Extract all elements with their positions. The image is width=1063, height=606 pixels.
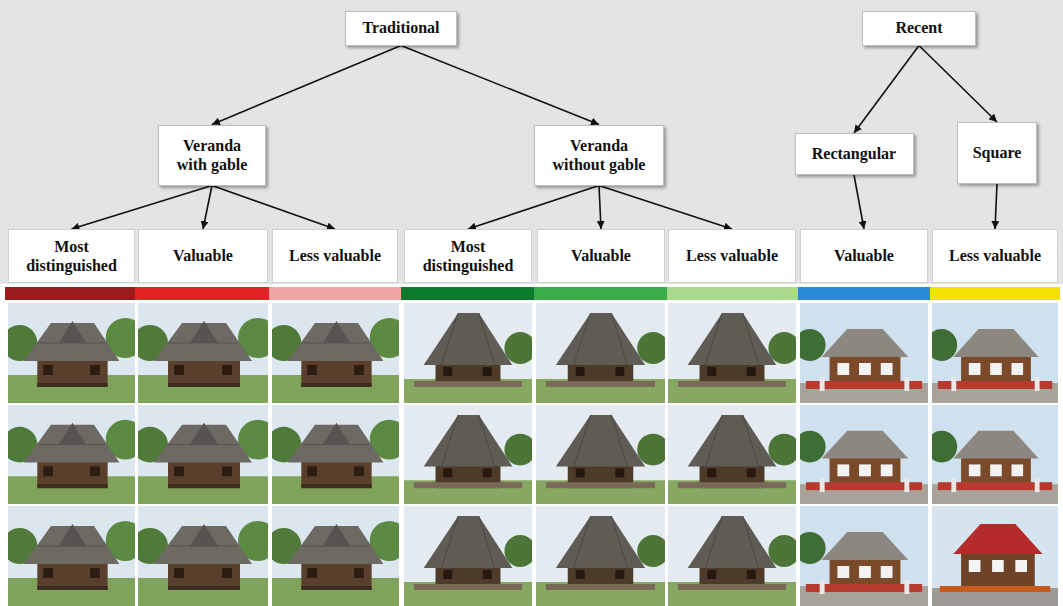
house-photo bbox=[794, 506, 928, 606]
node-label: Rectangular bbox=[812, 144, 896, 163]
node-label: Square bbox=[973, 143, 1022, 162]
category-box: Recent bbox=[862, 11, 976, 46]
node-label: Veranda with gable bbox=[167, 136, 257, 174]
house-photo bbox=[132, 405, 278, 504]
house-photo bbox=[668, 506, 800, 606]
house-photo bbox=[668, 303, 800, 403]
house-photo bbox=[404, 303, 536, 403]
tree-arrow bbox=[468, 186, 599, 230]
house-photo bbox=[794, 303, 928, 403]
node-label: Most distinguished bbox=[413, 237, 523, 275]
house-photo bbox=[536, 405, 669, 504]
house-photo bbox=[2, 506, 145, 606]
color-bar bbox=[930, 287, 1060, 300]
color-bar bbox=[534, 287, 667, 300]
node-label: Valuable bbox=[834, 246, 894, 265]
house-photo bbox=[536, 303, 669, 403]
color-bar bbox=[5, 287, 135, 300]
house-photo bbox=[668, 405, 800, 504]
value-box: Valuable bbox=[800, 229, 928, 283]
color-bar bbox=[401, 287, 534, 300]
house-photo bbox=[926, 405, 1058, 504]
value-box: Most distinguished bbox=[8, 229, 135, 283]
color-bar bbox=[269, 287, 401, 300]
house-photo bbox=[404, 506, 536, 606]
house-photo bbox=[404, 405, 536, 504]
node-label: Traditional bbox=[362, 18, 439, 37]
house-photo bbox=[266, 405, 409, 504]
category-box: Square bbox=[957, 122, 1037, 184]
house-photo bbox=[132, 506, 278, 606]
category-box: Traditional bbox=[345, 11, 457, 46]
house-photo bbox=[266, 506, 409, 606]
house-photo bbox=[932, 506, 1058, 606]
node-label: Less valuable bbox=[949, 246, 1041, 265]
tree-arrow bbox=[401, 46, 599, 125]
node-label: Most distinguished bbox=[17, 237, 126, 275]
node-label: Veranda without gable bbox=[543, 136, 655, 174]
node-label: Less valuable bbox=[289, 246, 381, 265]
house-photo bbox=[132, 303, 278, 403]
value-box: Less valuable bbox=[932, 229, 1058, 283]
node-label: Recent bbox=[895, 18, 942, 37]
tree-arrow bbox=[854, 175, 864, 229]
category-box: Rectangular bbox=[795, 133, 914, 175]
value-box: Less valuable bbox=[668, 229, 796, 283]
color-bar bbox=[798, 287, 930, 300]
house-photo bbox=[2, 405, 145, 504]
value-box: Most distinguished bbox=[404, 229, 532, 283]
node-label: Valuable bbox=[571, 246, 631, 265]
category-box: Veranda without gable bbox=[534, 125, 664, 186]
node-label: Valuable bbox=[173, 246, 233, 265]
tree-arrow bbox=[212, 186, 335, 230]
photo-grid bbox=[0, 284, 1063, 606]
house-photo bbox=[926, 303, 1058, 403]
color-bar bbox=[667, 287, 798, 300]
value-box: Valuable bbox=[138, 229, 268, 283]
color-bar bbox=[135, 287, 269, 300]
value-box: Less valuable bbox=[272, 229, 398, 283]
value-box: Valuable bbox=[537, 229, 665, 283]
house-photo bbox=[2, 303, 145, 403]
tree-arrow bbox=[212, 46, 401, 125]
tree-arrow bbox=[919, 46, 997, 123]
house-photo bbox=[536, 506, 669, 606]
tree-arrow bbox=[203, 186, 212, 230]
house-photo bbox=[266, 303, 409, 403]
house-photo bbox=[794, 405, 928, 504]
node-label: Less valuable bbox=[686, 246, 778, 265]
tree-arrow bbox=[599, 186, 732, 230]
tree-arrow bbox=[995, 184, 997, 229]
tree-arrow bbox=[599, 186, 601, 230]
category-box: Veranda with gable bbox=[158, 125, 266, 186]
tree-arrow bbox=[72, 186, 213, 230]
tree-arrow bbox=[854, 46, 919, 134]
